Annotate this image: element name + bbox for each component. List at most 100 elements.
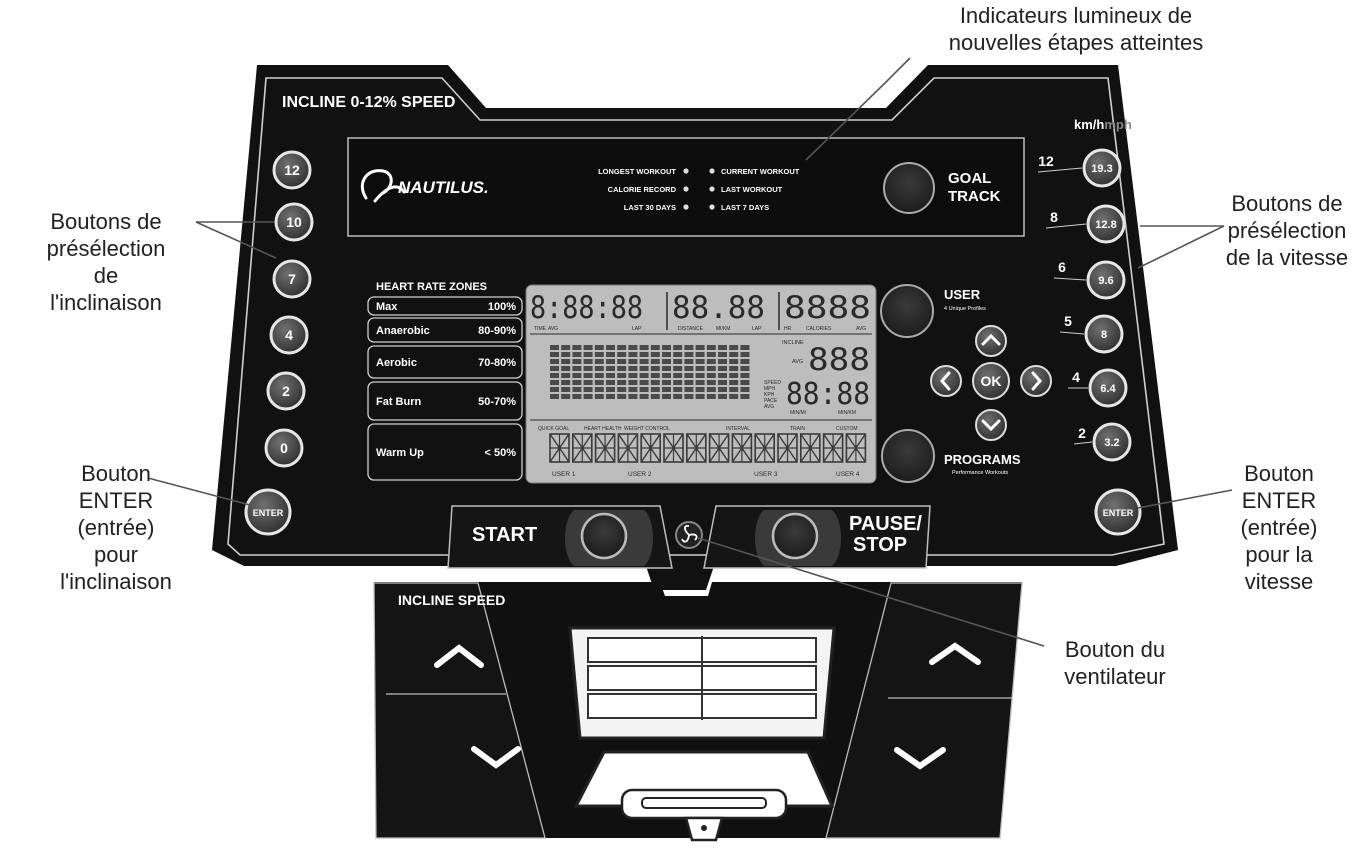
fan-callout-line: [697, 537, 1045, 647]
lcd-program-cell: [663, 433, 684, 463]
lcd-row1-label: LAP: [752, 326, 762, 332]
speed-preset-button[interactable]: [1088, 368, 1128, 408]
lcd-bar-segment: [650, 366, 660, 371]
lcd-bar-segment: [583, 359, 593, 364]
lcd-bar-segment: [662, 373, 671, 378]
ok-button[interactable]: [972, 362, 1010, 400]
lcd-bar-segment: [617, 387, 627, 392]
indicator-right-label: LAST 7 DAYS: [721, 203, 769, 212]
lcd-bar-segment: [650, 359, 660, 364]
programs-title: PROGRAMS: [944, 452, 1021, 467]
lcd-bar-segment: [650, 387, 660, 392]
console-header-label: INCLINE 0-12% SPEED: [282, 94, 455, 111]
lcd-incline-label: INCLINE: [782, 340, 804, 346]
nav-right-button[interactable]: [1020, 365, 1052, 397]
lcd-bar-segment: [617, 366, 627, 371]
speed-up-arrow-icon[interactable]: [929, 642, 981, 665]
incline-presets-callout: Boutons de présélection de l'inclinaison: [46, 209, 166, 315]
lcd-bar-segment: [718, 394, 727, 399]
nav-down-button[interactable]: [975, 409, 1007, 441]
lcd-bar-segment: [729, 359, 739, 364]
lcd-distance-digits: 88.88: [672, 290, 765, 326]
lcd-speed-label: PACE: [764, 398, 778, 404]
goal-label: GOAL: [948, 170, 991, 187]
lcd-bar-segment: [628, 380, 638, 385]
incline-preset-button[interactable]: [266, 371, 306, 411]
incline-preset-label: 4: [285, 327, 293, 343]
lcd-program-cell: [571, 433, 593, 463]
speed-preset-button[interactable]: [1092, 422, 1132, 462]
lcd-bar-segment: [706, 345, 716, 350]
incline-preset-button[interactable]: [272, 150, 312, 190]
lcd-bar-segment: [695, 394, 705, 399]
incline-preset-button[interactable]: [264, 428, 304, 468]
speed-down-arrow-icon[interactable]: [894, 747, 946, 770]
milestone-callout: Indicateurs lumineux de nouvelles étapes…: [948, 3, 1204, 55]
hr-zone-range: 100%: [488, 301, 516, 313]
incline-callout-line-2: [195, 221, 277, 259]
speed-preset-button[interactable]: [1086, 260, 1126, 300]
goal-track-button[interactable]: [883, 162, 935, 214]
programs-button[interactable]: [881, 429, 935, 483]
lcd-bar-segment: [617, 352, 627, 357]
nav-up-button[interactable]: [975, 325, 1007, 357]
speed-preset-leader: [1059, 331, 1085, 335]
lcd-bar-segment: [729, 352, 739, 357]
incline-enter-callout-line: [147, 477, 251, 506]
incline-preset-button[interactable]: [272, 259, 312, 299]
incline-up-arrow-icon[interactable]: [434, 644, 484, 668]
incline-enter-button[interactable]: [244, 488, 292, 536]
lcd-bar-segment: [550, 387, 559, 392]
incline-enter-label: ENTER: [253, 508, 284, 518]
console-outline: [227, 77, 1165, 556]
lcd-user-label: USER 4: [836, 471, 860, 478]
speed-preset-button[interactable]: [1082, 148, 1122, 188]
lcd-bar-segment: [662, 366, 671, 371]
lcd-bar-segment: [639, 366, 649, 371]
speed-enter-button[interactable]: [1094, 488, 1142, 536]
lcd-row1-label: TIME: [534, 326, 547, 332]
lcd-avg-label: AVG: [792, 359, 803, 365]
speed-preset-button[interactable]: [1086, 204, 1126, 244]
speed-presets-callout: Boutons de présélection de la vitesse: [1225, 191, 1349, 270]
lcd-speed-label: MPH: [764, 386, 776, 392]
incline-down-arrow-icon[interactable]: [471, 746, 521, 769]
lcd-program-label: CUSTOM: [836, 426, 858, 432]
speed-preset-button[interactable]: [1084, 314, 1124, 354]
lcd-bar-segment: [650, 380, 660, 385]
lcd-bar-segment: [729, 380, 739, 385]
lcd-program-cell: [822, 433, 844, 463]
incline-preset-button[interactable]: [269, 315, 309, 355]
lcd-bar-segment: [673, 345, 683, 350]
speed-preset-mph: 4: [1072, 369, 1080, 385]
lcd-speed-label: SPEED: [764, 380, 781, 386]
user-button[interactable]: [880, 284, 934, 338]
lcd-bar-segment: [628, 345, 638, 350]
right-keypad: [825, 582, 1023, 839]
lcd-program-label: HEART HEALTH: [584, 426, 622, 432]
speed-enter-callout-line: [1137, 489, 1233, 509]
hr-zone-box: [367, 317, 523, 343]
lcd-bar-segment: [740, 380, 750, 385]
lcd-bar-segment: [673, 359, 683, 364]
lcd-bar-segment: [695, 366, 705, 371]
incline-preset-button[interactable]: [274, 202, 314, 242]
lcd-bar-segment: [650, 373, 660, 378]
nav-left-button[interactable]: [930, 365, 962, 397]
left-keypad: [373, 582, 546, 839]
lcd-program-label: TRAIN: [790, 426, 805, 432]
pause-stop-button[interactable]: [771, 512, 819, 560]
lcd-bar-segment: [594, 373, 604, 378]
lcd-bar-segment: [695, 352, 705, 357]
lcd-bar-segment: [639, 387, 649, 392]
lcd-bar-segment: [583, 345, 593, 350]
fan-callout: Bouton du ventilateur: [1064, 637, 1166, 689]
lcd-bar-segment: [617, 380, 627, 385]
lcd-bar-segment: [729, 394, 739, 399]
start-button[interactable]: [580, 512, 628, 560]
lcd-bar-segment: [583, 373, 593, 378]
speed-callout-line-2: [1137, 225, 1225, 269]
incline-preset-label: 0: [280, 440, 288, 456]
lcd-user-label: USER 3: [754, 471, 778, 478]
